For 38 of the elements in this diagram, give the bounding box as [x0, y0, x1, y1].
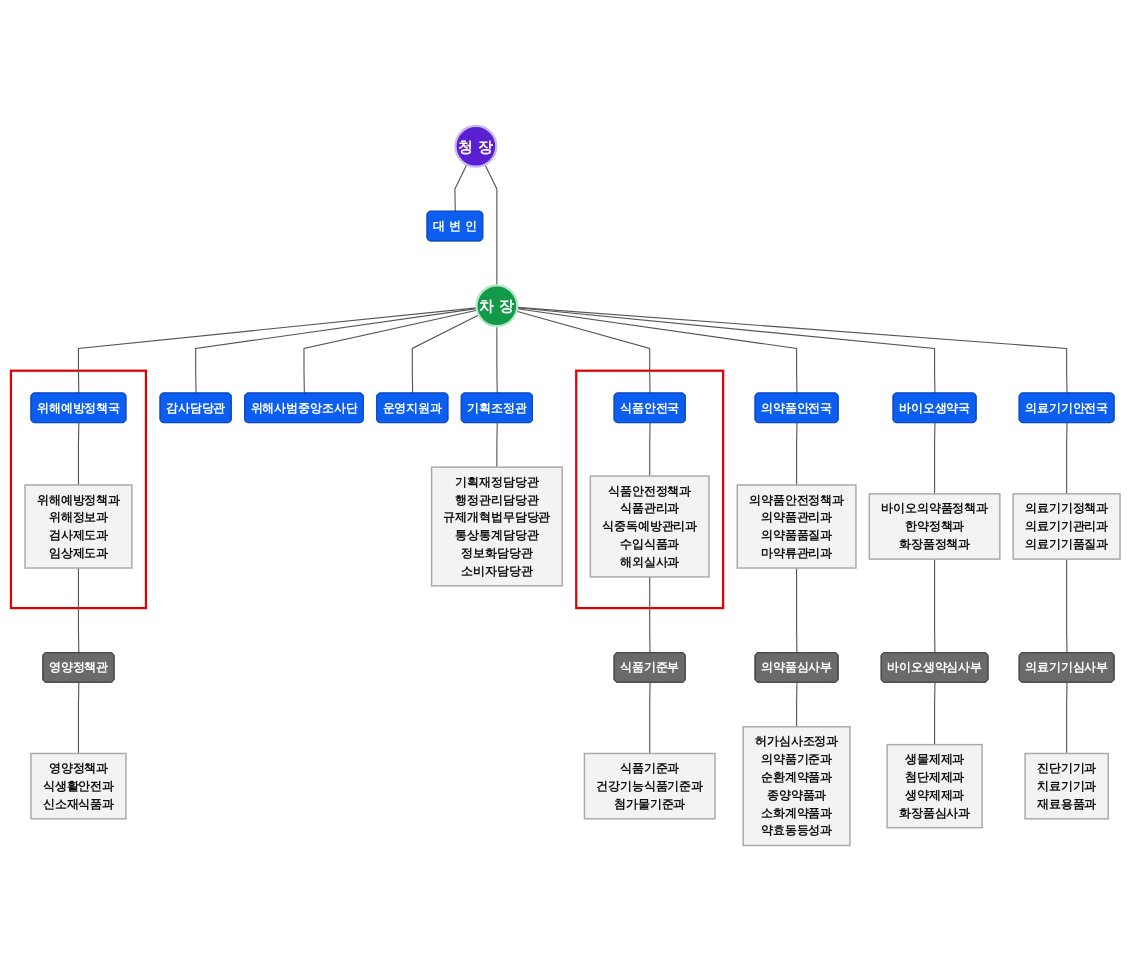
node-box: 의료기기정책과 의료기기관리과 의료기기품질과	[1012, 493, 1121, 561]
connector	[934, 422, 936, 495]
connector	[77, 682, 80, 755]
node-box: 진단기기과 치료기기과 재료용품과	[1024, 753, 1109, 820]
connector	[516, 307, 1068, 395]
connector	[649, 682, 651, 755]
node-box: 기획재정담당관 행정관리담당관 규제개혁법무담당관 통상통계담당관 정보화담당관 소비자담당관	[430, 466, 563, 587]
connector	[77, 307, 478, 395]
connector	[77, 422, 80, 486]
node-box: 바이오의약품정책과 한약정책과 화장품정책과	[868, 493, 1001, 561]
connector	[934, 682, 936, 746]
connector	[1066, 558, 1068, 654]
node-box: 식품안전정책과 식품관리과 식중독예방관리과 수입식품과 해외실사과	[589, 475, 710, 578]
node-box: 의약품안전정책과 의약품관리과 의약품품질과 마약류관리과	[736, 484, 857, 570]
connector	[796, 422, 798, 486]
connector	[454, 164, 468, 213]
node-circle: 차 장	[475, 284, 519, 328]
connector	[77, 567, 80, 654]
node-box: 위해예방정책과 위해정보과 검사제도과 임상제도과	[24, 484, 133, 570]
node-box: 영양정책과 식생활안전과 신소재식품과	[30, 753, 127, 820]
connector	[496, 422, 498, 468]
connector	[516, 308, 798, 395]
cluster	[575, 369, 725, 610]
connector	[649, 576, 651, 654]
connector	[796, 682, 798, 728]
connector	[195, 308, 478, 395]
connector	[796, 567, 798, 654]
node-box: 허가심사조정과 의약품기준과 순환계약품과 종양약품과 소화계약품과 약효동등성과	[742, 726, 851, 847]
node-box: 생물제제과 첨단제제과 생약제제과 화장품심사과	[886, 744, 983, 829]
node-box: 식품기준과 건강기능식품기준과 첨가물기준과	[583, 753, 716, 820]
connector	[303, 309, 478, 395]
connector	[934, 558, 936, 654]
connector	[1066, 422, 1068, 495]
node-circle: 청 장	[454, 125, 498, 169]
connector	[1066, 682, 1068, 755]
cluster	[9, 369, 148, 610]
connector	[516, 307, 936, 395]
connector	[649, 422, 651, 477]
